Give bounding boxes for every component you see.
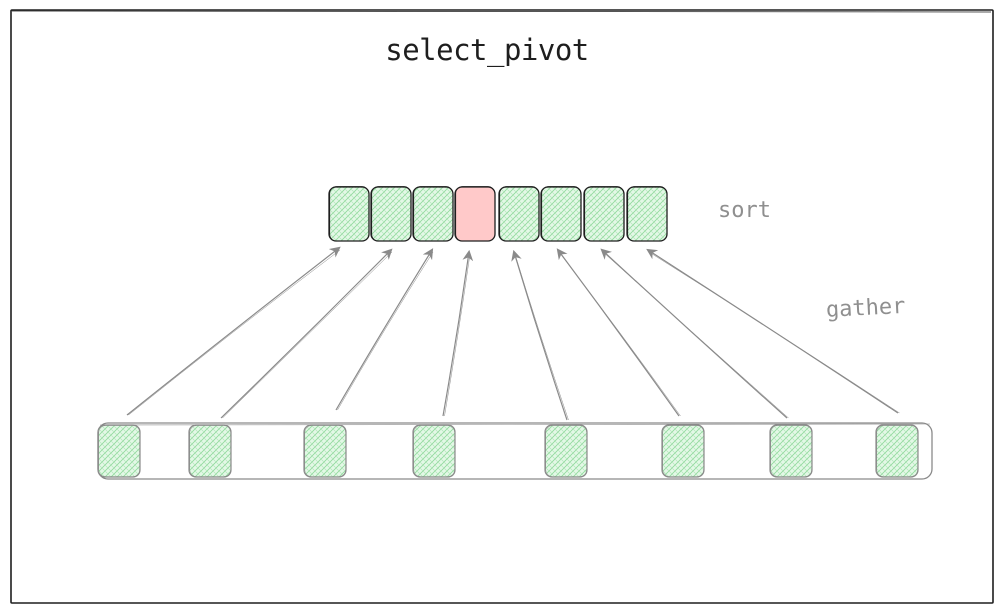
sample-array bbox=[97, 424, 919, 478]
gather-arrow bbox=[335, 248, 434, 411]
sorted-array bbox=[328, 186, 668, 242]
sorted-cell bbox=[626, 186, 668, 242]
gather-arrow bbox=[220, 248, 393, 419]
gather-arrow bbox=[556, 248, 681, 417]
sorted-cell bbox=[540, 186, 582, 242]
sample-cell bbox=[769, 424, 813, 478]
gather-arrow bbox=[600, 248, 789, 419]
sample-cell bbox=[412, 424, 456, 478]
outer-frame bbox=[10, 9, 994, 604]
sorted-cell bbox=[498, 186, 540, 242]
sample-cell bbox=[188, 424, 232, 478]
sample-cell bbox=[303, 424, 347, 478]
gather-arrow bbox=[126, 246, 341, 416]
sorted-cell bbox=[583, 186, 625, 242]
diagram-title: select_pivot bbox=[385, 33, 589, 67]
sort-label: sort bbox=[718, 198, 771, 223]
gather-arrow bbox=[442, 249, 474, 417]
sorted-cell bbox=[370, 186, 412, 242]
gather-arrows bbox=[126, 246, 900, 421]
gather-arrow bbox=[511, 249, 569, 421]
sample-cell bbox=[97, 424, 141, 478]
gather-arrow bbox=[646, 248, 900, 414]
pivot-cell bbox=[454, 186, 496, 242]
sorted-cell bbox=[412, 186, 454, 242]
sample-cell bbox=[875, 424, 919, 478]
sample-cell bbox=[661, 424, 705, 478]
sample-cell bbox=[544, 424, 588, 478]
sorted-cell bbox=[328, 186, 370, 242]
